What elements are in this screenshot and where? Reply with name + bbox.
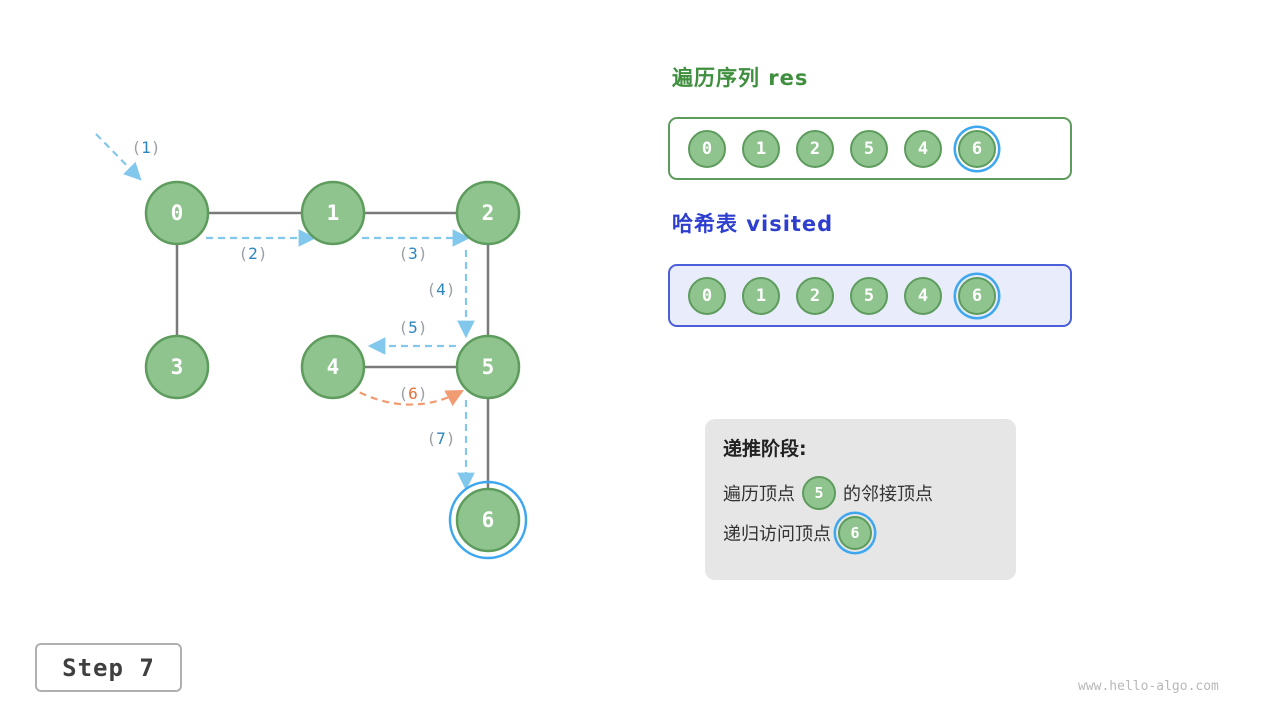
traversal-arrow-step-1-entry — [95, 133, 142, 181]
vertex-chip-5: 5 — [850, 276, 888, 315]
step-label-4: (4) — [427, 280, 456, 299]
vertex-chip-2: 2 — [796, 276, 834, 315]
graph-canvas: (1) (2) (3) (4) (5) (6) (7) 0 1 2 3 4 5 6 — [95, 133, 528, 560]
graph-node-4 — [300, 334, 366, 400]
res-panel-title: 遍历序列 res — [672, 66, 809, 90]
step-label-7: (7) — [427, 429, 456, 448]
graph-node-label-6: 6 — [482, 508, 495, 532]
info-line2-prefix: 递归访问顶点 — [723, 524, 831, 545]
highlight-ring-node-6 — [448, 480, 528, 560]
recursion-info-box: 递推阶段: 遍历顶点 5 的邻接顶点 递归访问顶点 6 — [705, 419, 1016, 580]
vertex-6-badge: 6 — [838, 516, 872, 550]
info-line1-prefix: 遍历顶点 — [723, 484, 795, 505]
graph-node-label-3: 3 — [171, 355, 184, 379]
step-indicator: Step 7 — [35, 643, 182, 692]
vertex-5-badge: 5 — [802, 476, 836, 510]
info-line-2: 递归访问顶点 6 — [723, 513, 998, 553]
step-label-3: (3) — [399, 244, 428, 263]
traversal-arrow-step-6-4-to-5 — [348, 386, 464, 407]
vertex-chip-0: 0 — [688, 129, 726, 168]
graph-node-5 — [455, 334, 521, 400]
graph-node-2 — [455, 180, 521, 246]
graph-node-label-5: 5 — [482, 355, 495, 379]
vertex-chip-0: 0 — [688, 276, 726, 315]
watermark: www.hello-algo.com — [1078, 679, 1219, 694]
vertex-chip-4: 4 — [904, 129, 942, 168]
graph-node-3 — [144, 334, 210, 400]
graph-node-label-1: 1 — [327, 201, 340, 225]
graph-node-label-4: 4 — [327, 355, 340, 379]
vertex-chip-4: 4 — [904, 276, 942, 315]
vertex-chip-5: 5 — [850, 129, 888, 168]
vertex-chip-1: 1 — [742, 276, 780, 315]
step-label-5: (5) — [399, 318, 428, 337]
step-label-1: (1) — [132, 138, 161, 157]
info-line-1: 遍历顶点 5 的邻接顶点 — [723, 473, 998, 513]
info-box-title: 递推阶段: — [723, 438, 807, 460]
graph-node-label-0: 0 — [171, 201, 184, 225]
vertex-chip-6: 6 — [958, 129, 996, 168]
graph-node-1 — [300, 180, 366, 246]
step-label-2: (2) — [239, 244, 268, 263]
step-label-6: (6) — [399, 384, 428, 403]
info-line1-suffix: 的邻接顶点 — [843, 484, 933, 505]
graph-node-label-2: 2 — [482, 201, 495, 225]
vertex-chip-1: 1 — [742, 129, 780, 168]
graph-node-0 — [144, 180, 210, 246]
visited-panel-title: 哈希表 visited — [672, 212, 834, 236]
vertex-chip-2: 2 — [796, 129, 834, 168]
graph-node-6 — [455, 487, 521, 553]
vertex-chip-6: 6 — [958, 276, 996, 315]
